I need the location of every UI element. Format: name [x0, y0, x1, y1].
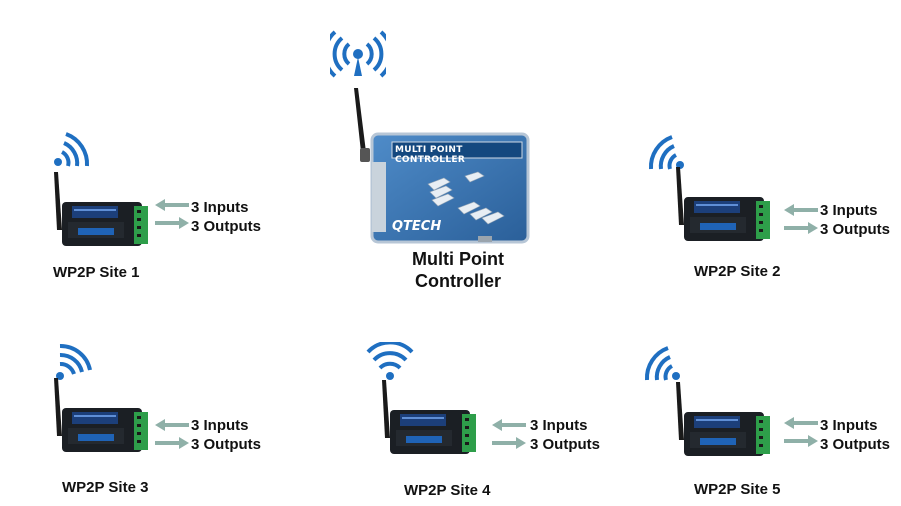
inputs-label: 3 Inputs — [191, 199, 249, 216]
controller-antenna — [354, 88, 370, 162]
inputs-label: 3 Inputs — [820, 202, 878, 219]
site-label: WP2P Site 3 — [62, 479, 149, 496]
controller-label: MULTI POINT CONTROLLER — [395, 145, 466, 165]
inputs-label: 3 Inputs — [820, 417, 878, 434]
io-arrows-icon — [155, 418, 189, 450]
wifi-icon — [366, 342, 414, 380]
wifi-icon — [56, 343, 92, 380]
outputs-label: 3 Outputs — [820, 436, 890, 453]
wp2p-device — [670, 380, 780, 458]
site-label: WP2P Site 5 — [694, 481, 781, 498]
site-label: WP2P Site 2 — [694, 263, 781, 280]
io-arrows-icon — [155, 198, 189, 230]
outputs-label: 3 Outputs — [191, 436, 261, 453]
wp2p-device — [670, 165, 780, 243]
site-1: 3 Inputs 3 Outputs WP2P Site 1 — [38, 120, 278, 281]
controller-enclosure — [370, 132, 530, 244]
io-arrows-icon — [492, 418, 526, 450]
outputs-label: 3 Outputs — [530, 436, 600, 453]
site-4: 3 Inputs 3 Outputs WP2P Site 4 — [362, 340, 602, 499]
wp2p-device — [48, 376, 158, 454]
inputs-label: 3 Inputs — [530, 417, 588, 434]
wifi-broadcast-icon — [330, 30, 386, 78]
wifi-icon — [54, 132, 90, 167]
site-label: WP2P Site 4 — [404, 482, 491, 499]
site-3: 3 Inputs 3 Outputs WP2P Site 3 — [38, 336, 278, 496]
wp2p-device — [48, 170, 158, 248]
controller-brand-logo: QTECH — [392, 219, 442, 234]
site-label: WP2P Site 1 — [53, 264, 140, 281]
wifi-icon — [644, 346, 680, 381]
outputs-label: 3 Outputs — [191, 218, 261, 235]
outputs-label: 3 Outputs — [820, 221, 890, 238]
wp2p-device — [376, 378, 486, 456]
site-2: 3 Inputs 3 Outputs WP2P Site 2 — [640, 125, 890, 280]
controller-caption-line2: Controller — [414, 271, 501, 291]
inputs-label: 3 Inputs — [191, 417, 249, 434]
io-arrows-icon — [784, 416, 818, 448]
site-5: 3 Inputs 3 Outputs WP2P Site 5 — [640, 340, 890, 498]
io-arrows-icon — [784, 203, 818, 235]
controller-caption-line1: Multi Point — [412, 249, 504, 269]
